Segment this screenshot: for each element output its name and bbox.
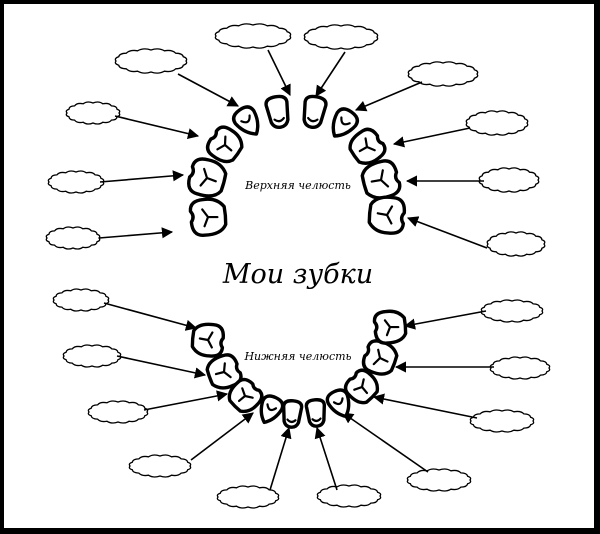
label-cloud[interactable] — [65, 101, 121, 125]
tooth — [205, 125, 244, 164]
pointer-arrow — [267, 49, 291, 97]
tooth — [259, 394, 285, 425]
page-title: Мои зубки — [222, 259, 373, 290]
pointer-arrow — [177, 73, 239, 107]
tooth — [367, 195, 407, 235]
tooth — [343, 368, 380, 405]
tooth — [187, 157, 228, 198]
label-cloud[interactable] — [214, 23, 292, 49]
label-cloud[interactable] — [303, 24, 379, 50]
teeth — [187, 94, 408, 429]
pointer-arrow — [103, 302, 198, 331]
teeth-diagram: Верхняя челюсть Мои зубки Нижняя челюсть — [45, 23, 551, 509]
pointer-arrow — [269, 426, 292, 491]
label-cloud[interactable] — [62, 344, 122, 368]
label-cloud[interactable] — [45, 226, 101, 250]
lower-jaw-label: Нижняя челюсть — [243, 350, 351, 363]
diagram-frame: Верхняя челюсть Мои зубки Нижняя челюсть — [4, 4, 594, 528]
tooth — [264, 94, 290, 130]
upper-jaw-label: Верхняя челюсть — [244, 179, 351, 192]
tooth — [188, 197, 228, 237]
pointer-arrow — [315, 51, 346, 97]
pointer-arrow — [406, 216, 488, 249]
tooth — [205, 353, 243, 390]
pointer-arrow — [354, 81, 423, 112]
label-cloud[interactable] — [216, 485, 280, 509]
label-cloud[interactable] — [406, 468, 472, 492]
tooth — [281, 399, 304, 429]
pointer-arrow — [116, 355, 207, 379]
label-cloud[interactable] — [114, 48, 188, 74]
label-cloud[interactable] — [489, 356, 551, 380]
tooth — [302, 94, 328, 130]
pointer-arrow — [143, 390, 229, 411]
pointer-arrow — [342, 412, 429, 473]
pointer-arrow — [314, 426, 338, 491]
pointer-arrow — [372, 393, 478, 419]
pointer-arrow — [114, 115, 200, 140]
label-cloud[interactable] — [465, 110, 529, 136]
label-cloud[interactable] — [52, 288, 110, 312]
label-cloud[interactable] — [486, 231, 546, 257]
label-cloud[interactable] — [469, 409, 535, 433]
pointer-arrow — [190, 412, 254, 461]
tooth — [304, 398, 327, 428]
label-cloud[interactable] — [316, 484, 382, 508]
label-cloud[interactable] — [87, 400, 149, 424]
label-cloud[interactable] — [47, 170, 105, 194]
tooth — [348, 127, 387, 165]
pointer-arrow — [98, 227, 174, 239]
tooth — [372, 309, 408, 345]
label-cloud[interactable] — [407, 61, 479, 87]
label-cloud[interactable] — [478, 167, 540, 193]
pointer-arrow — [392, 127, 471, 148]
label-clouds — [45, 23, 551, 509]
pointer-arrow — [403, 310, 487, 330]
tooth — [331, 107, 360, 138]
arrows — [98, 49, 494, 491]
tooth — [231, 105, 260, 136]
tooth — [227, 377, 264, 414]
label-cloud[interactable] — [128, 454, 192, 478]
label-cloud[interactable] — [480, 299, 544, 323]
pointer-arrow — [99, 170, 185, 183]
tooth — [190, 322, 226, 358]
